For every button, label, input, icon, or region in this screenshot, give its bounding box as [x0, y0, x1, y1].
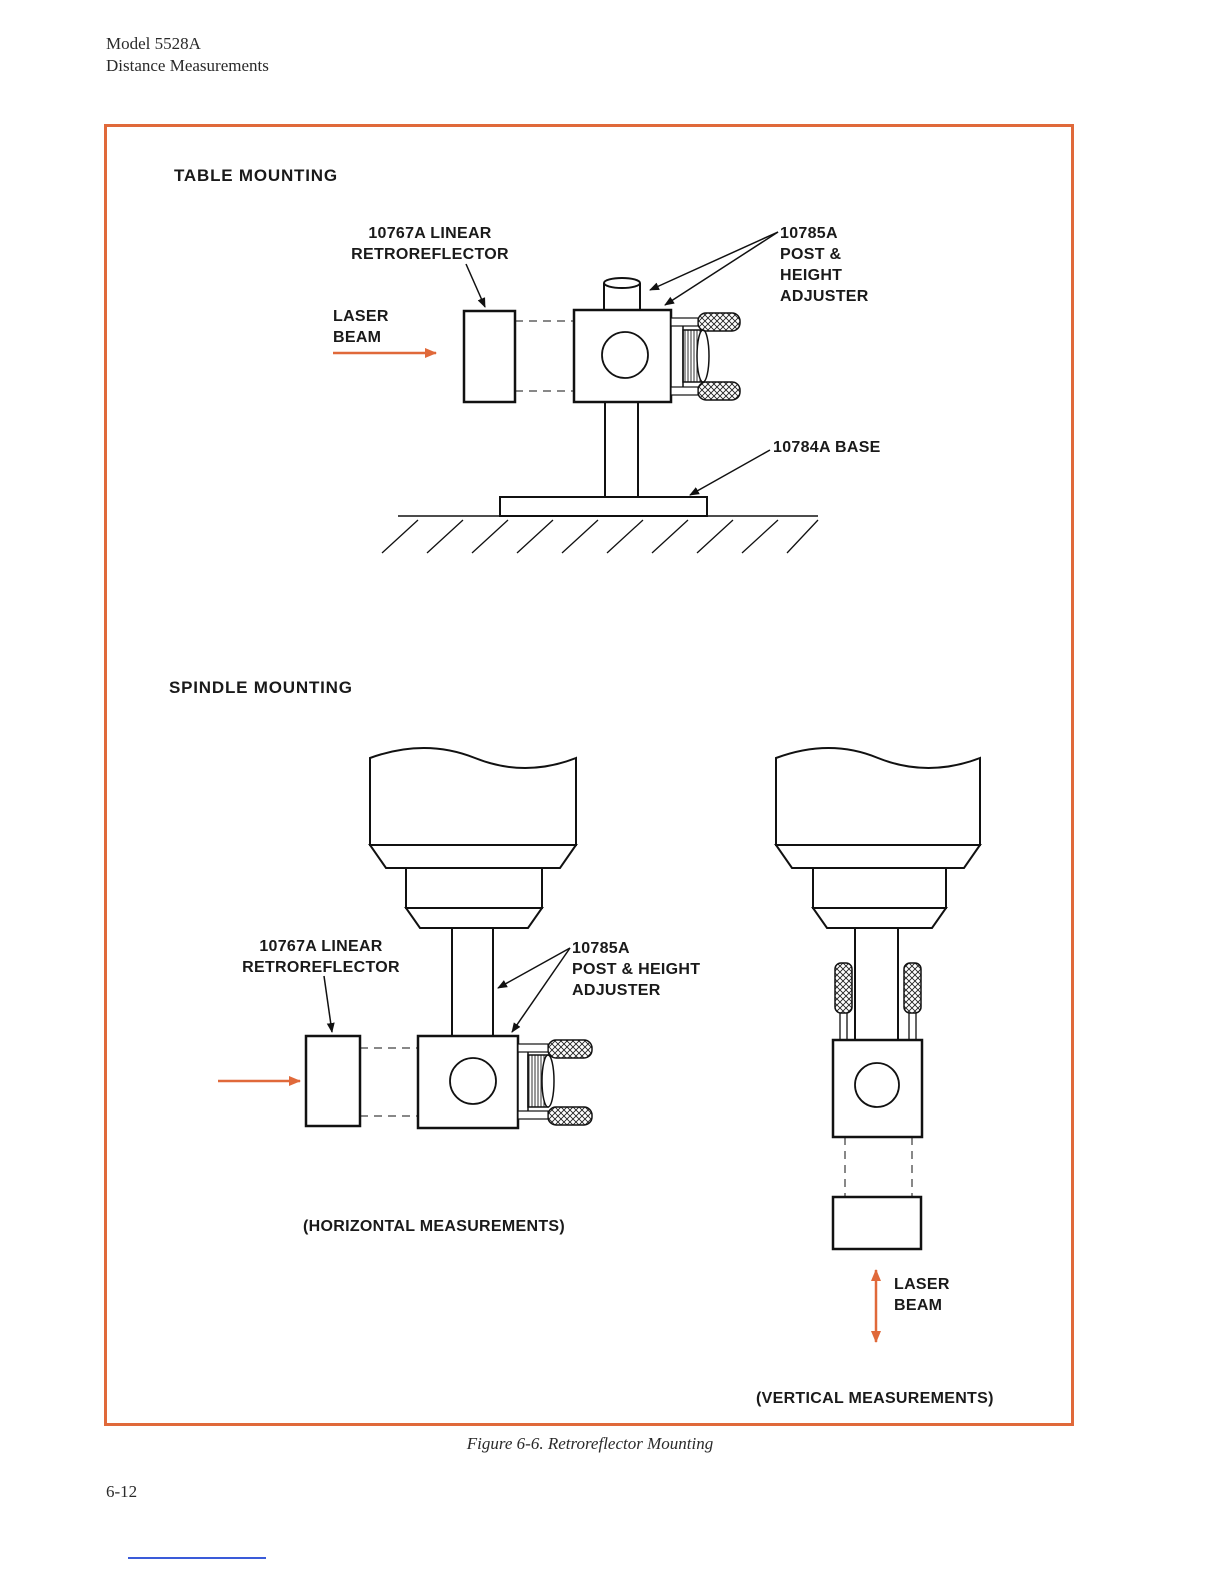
figure-caption: Figure 6-6. Retroreflector Mounting	[466, 1434, 714, 1453]
spindle-post-label-line-1: 10785A	[572, 940, 630, 957]
spindle-retroreflector-label-line-1: 10767A LINEAR	[259, 938, 383, 955]
table-laser-beam-label: LASER BEAM	[333, 306, 389, 348]
page-number: 6-12	[106, 1482, 138, 1501]
spindle-mounting-title: SPINDLE MOUNTING	[169, 678, 353, 697]
spindle-post-label-line-3: ADJUSTER	[572, 982, 661, 999]
spindle-post-label: 10785A POST & HEIGHT ADJUSTER	[572, 938, 700, 1001]
spindle-horizontal-drawing	[218, 747, 593, 1130]
figure-frame	[104, 124, 1074, 1426]
table-post-label-line-3: HEIGHT	[780, 267, 843, 284]
spindle-post-label-line-2: POST & HEIGHT	[572, 961, 701, 978]
table-mounting-drawing	[333, 231, 819, 554]
table-post-label-line-2: POST &	[780, 246, 842, 263]
table-retroreflector-label: 10767A LINEAR RETROREFLECTOR	[350, 223, 510, 265]
vertical-laser-beam-label-line-2: BEAM	[894, 1297, 943, 1314]
vertical-laser-beam-label: LASER BEAM	[894, 1274, 950, 1316]
vertical-measurements-caption: (VERTICAL MEASUREMENTS)	[756, 1390, 994, 1407]
table-laser-beam-label-line-2: BEAM	[333, 329, 382, 346]
vertical-laser-beam-label-line-1: LASER	[894, 1276, 950, 1293]
footer-rule	[128, 1557, 266, 1559]
table-post-label-line-1: 10785A	[780, 225, 838, 242]
model-name: Model 5528A	[106, 34, 201, 53]
table-base-label: 10784A BASE	[773, 439, 881, 456]
spindle-vertical-drawing	[774, 747, 982, 1343]
table-post-label-line-4: ADJUSTER	[780, 288, 869, 305]
horizontal-measurements-caption: (HORIZONTAL MEASUREMENTS)	[303, 1218, 566, 1235]
table-laser-beam-label-line-1: LASER	[333, 308, 389, 325]
table-mounting-title: TABLE MOUNTING	[174, 166, 338, 185]
page-header: Model 5528A Distance Measurements	[106, 33, 269, 77]
spindle-retroreflector-label: 10767A LINEAR RETROREFLECTOR	[236, 936, 406, 978]
spindle-retroreflector-label-line-2: RETROREFLECTOR	[242, 959, 400, 976]
table-post-label: 10785A POST & HEIGHT ADJUSTER	[780, 223, 869, 307]
table-retroreflector-label-line-2: RETROREFLECTOR	[351, 246, 509, 263]
table-retroreflector-label-line-1: 10767A LINEAR	[368, 225, 492, 242]
section-name: Distance Measurements	[106, 56, 269, 75]
